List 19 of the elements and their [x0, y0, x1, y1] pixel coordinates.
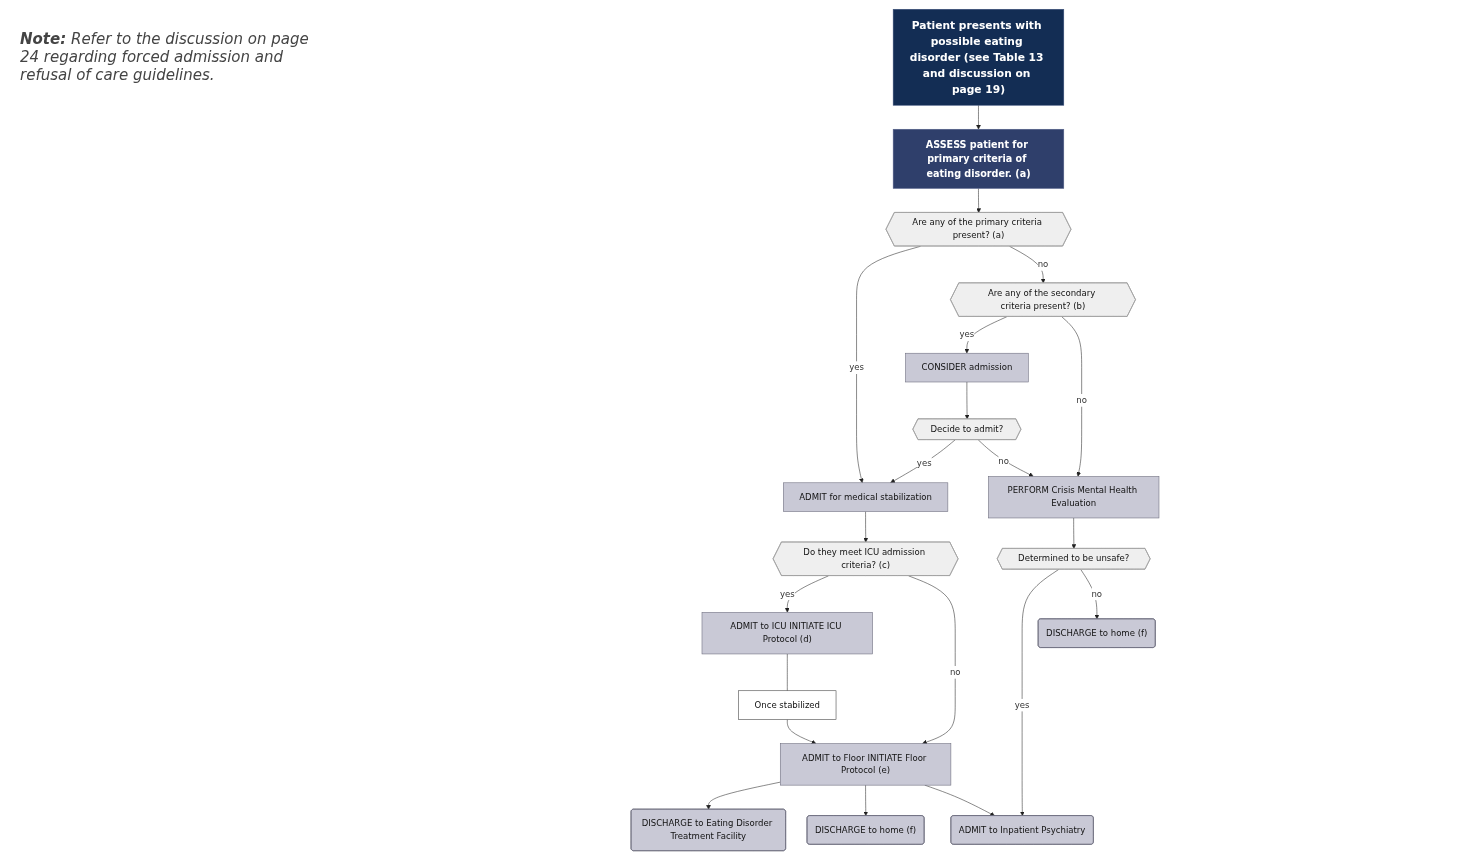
node-box: Patient presents with possible eating disorder (see Table 13 and discussion on page 19) — [892, 9, 1065, 106]
node-box: Once stabilized — [738, 690, 837, 720]
edge-label: no — [1091, 588, 1103, 599]
edge-label: no — [949, 667, 961, 678]
node-box: ASSESS patient for primary criteria of eating disorder. (a) — [892, 129, 1065, 189]
edge-label: yes — [849, 362, 864, 373]
edge-label: no — [1076, 395, 1087, 406]
edge-label: no — [998, 455, 1009, 466]
edge-label: yes — [1014, 699, 1030, 710]
node-box: ADMIT for medical stabilization — [783, 482, 949, 512]
edge-label: no — [1037, 259, 1049, 270]
node-box: ADMIT to Floor INITIATE Floor Protocol (e) — [780, 743, 952, 786]
edge-label: yes — [916, 458, 932, 469]
note-text: Note: Refer to the discussion on page 24 regarding forced admission and refusal of care guidelines. — [20, 30, 310, 84]
node-box: CONSIDER admission — [905, 352, 1029, 383]
edge-label: yes — [959, 329, 975, 340]
edge-label: yes — [779, 588, 795, 599]
node-box: PERFORM Crisis Mental Health Evaluation — [988, 476, 1160, 519]
node-box: ADMIT to ICU INITIATE ICU Protocol (d) — [701, 612, 873, 655]
